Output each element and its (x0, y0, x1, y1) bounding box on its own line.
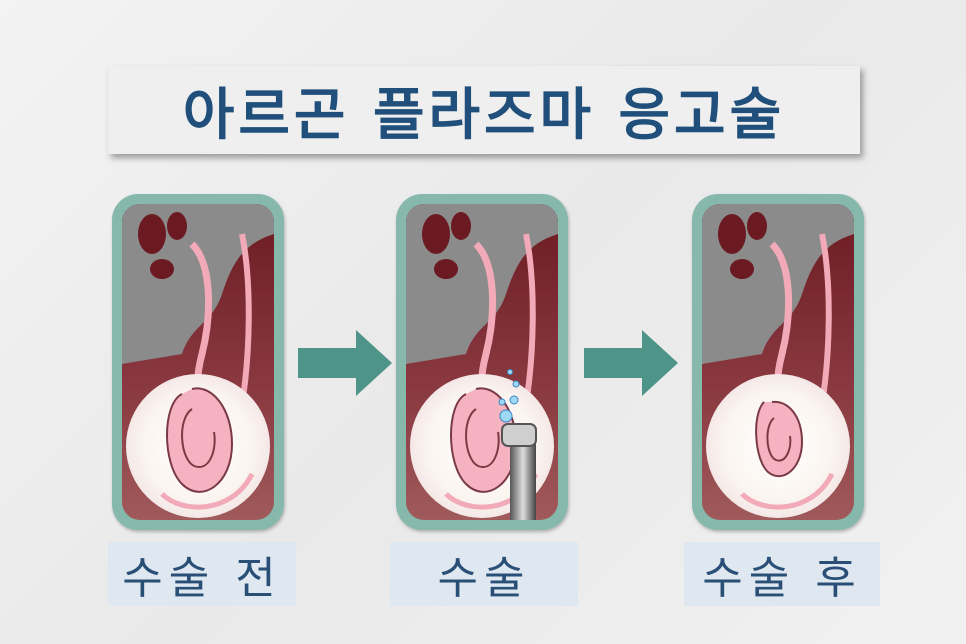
step-label: 수술 전 (122, 553, 282, 604)
caption-after: 수술 후 (684, 542, 880, 606)
panel-during (396, 194, 568, 530)
step-label: 수술 (437, 553, 531, 604)
panel-before (112, 194, 284, 530)
caption-during: 수술 (390, 542, 578, 606)
page-title: 아르곤 플라즈마 응고술 (182, 82, 786, 148)
caption-before: 수술 전 (108, 542, 296, 606)
nasal-illustration-before (122, 204, 274, 520)
title-banner: 아르곤 플라즈마 응고술 (108, 66, 860, 154)
arrow-right-icon (298, 330, 392, 396)
plasma-probe-icon (501, 423, 537, 520)
nasal-illustration-after (702, 204, 854, 520)
panel-after (692, 194, 864, 530)
nasal-illustration-during (406, 204, 558, 520)
step-label: 수술 후 (702, 553, 862, 604)
bubbles-icon (498, 369, 520, 423)
arrow-right-icon (584, 330, 678, 396)
